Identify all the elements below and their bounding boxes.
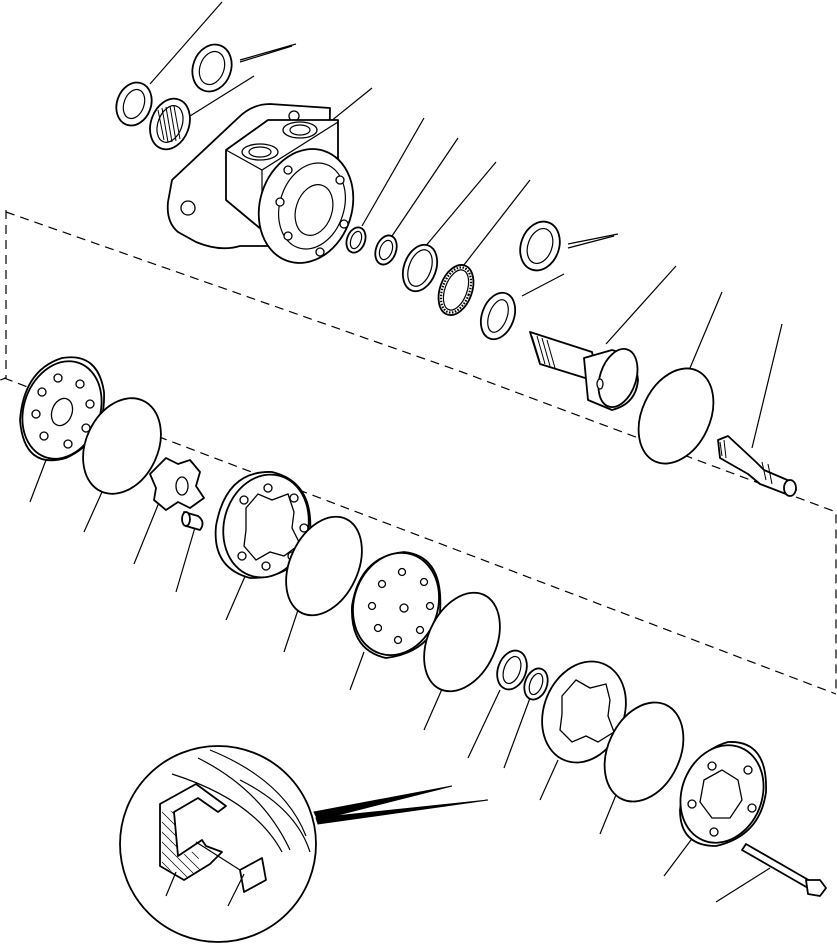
thrust-bearing bbox=[437, 264, 475, 316]
pin bbox=[181, 511, 204, 531]
drive-link bbox=[717, 435, 797, 497]
bearing-small bbox=[496, 649, 528, 691]
seal-detail bbox=[119, 745, 489, 943]
valve-plate bbox=[351, 551, 442, 659]
shaft-seal-pair bbox=[479, 220, 561, 341]
spacer-plate bbox=[541, 660, 627, 764]
o-ring-d bbox=[603, 701, 685, 803]
o-ring-c bbox=[423, 591, 501, 693]
housing bbox=[166, 103, 355, 264]
seal-ring-pair bbox=[191, 43, 233, 93]
o-ring-small bbox=[345, 226, 367, 254]
thrust-washer bbox=[401, 243, 439, 293]
end-cap bbox=[679, 741, 767, 847]
internal-parts-boundary-bottom bbox=[3, 377, 837, 695]
seal-ring-top bbox=[115, 81, 153, 127]
bolt bbox=[741, 843, 827, 897]
output-shaft bbox=[529, 331, 639, 411]
internal-parts-boundary bbox=[0, 210, 7, 381]
star-rotor bbox=[149, 457, 205, 511]
needle-bearing bbox=[149, 97, 191, 151]
leader-lines-bottom bbox=[29, 459, 771, 903]
o-ring-b bbox=[285, 515, 363, 617]
end-plate bbox=[19, 356, 105, 462]
o-ring-a bbox=[82, 397, 162, 495]
seal-small bbox=[523, 667, 549, 701]
washer bbox=[374, 234, 398, 266]
large-o-ring bbox=[637, 367, 715, 465]
